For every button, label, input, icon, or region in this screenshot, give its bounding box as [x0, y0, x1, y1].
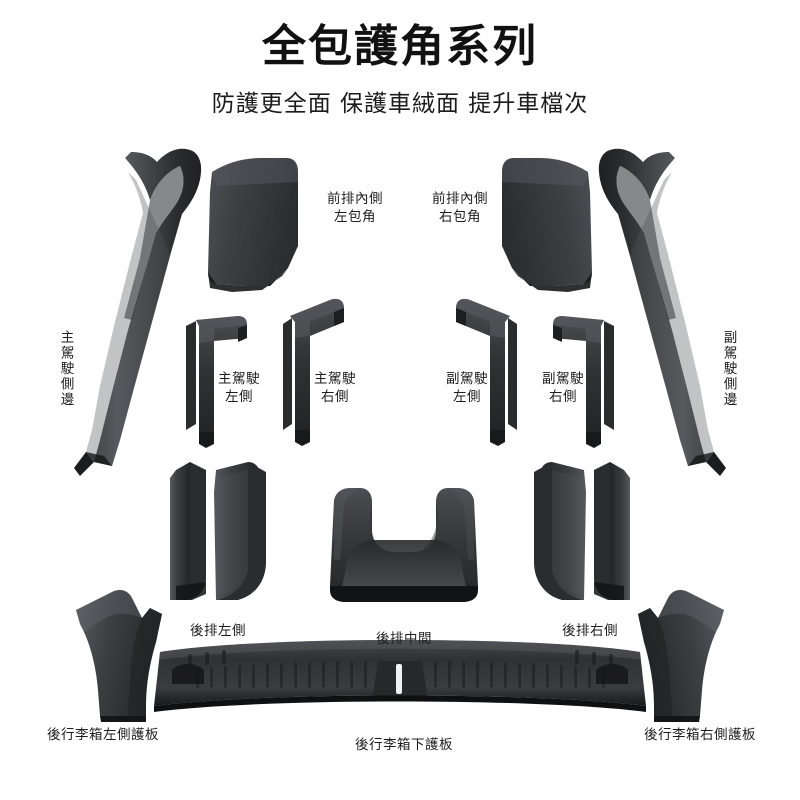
part-passenger-left — [456, 298, 517, 446]
label-rear-center: 後排中間 — [376, 631, 432, 647]
label-rear-left: 後排左側 — [190, 623, 246, 639]
part-front-inner-left-corner — [208, 158, 298, 292]
part-trunk-right-panel — [638, 590, 724, 722]
page-title: 全包護角系列 — [262, 21, 538, 72]
part-rear-left — [170, 462, 266, 600]
part-driver-left — [186, 316, 247, 448]
part-rear-center — [330, 488, 478, 602]
label-trunk-right-panel: 後行李箱右側護板 — [644, 727, 756, 743]
part-rear-right — [534, 462, 630, 600]
label-front-inner-right-corner: 前排內側 右包角 — [432, 191, 488, 226]
label-passenger-left: 副駕駛 左側 — [446, 371, 488, 406]
label-trunk-left-panel: 後行李箱左側護板 — [47, 727, 159, 743]
label-driver-right: 主駕駛 右側 — [314, 371, 356, 406]
part-trunk-left-panel — [76, 590, 162, 722]
label-driver-side-sill: 主駕駛側邊 — [57, 330, 74, 408]
part-trunk-lower-panel — [154, 640, 646, 712]
label-trunk-lower-panel: 後行李箱下護板 — [355, 737, 453, 753]
label-rear-right: 後排右側 — [562, 623, 618, 639]
label-passenger-right: 副駕駛 右側 — [542, 371, 584, 406]
part-passenger-right — [553, 316, 614, 448]
label-passenger-side-sill: 副駕駛側邊 — [720, 330, 737, 408]
label-front-inner-left-corner: 前排內側 左包角 — [327, 191, 383, 226]
part-driver-right — [283, 298, 344, 446]
part-front-inner-right-corner — [502, 158, 592, 292]
part-passenger-side-sill — [598, 148, 726, 476]
page-subtitle: 防護更全面 保護車絨面 提升車檔次 — [211, 91, 589, 117]
part-driver-side-sill — [74, 148, 202, 476]
label-driver-left: 主駕駛 左側 — [218, 371, 260, 406]
